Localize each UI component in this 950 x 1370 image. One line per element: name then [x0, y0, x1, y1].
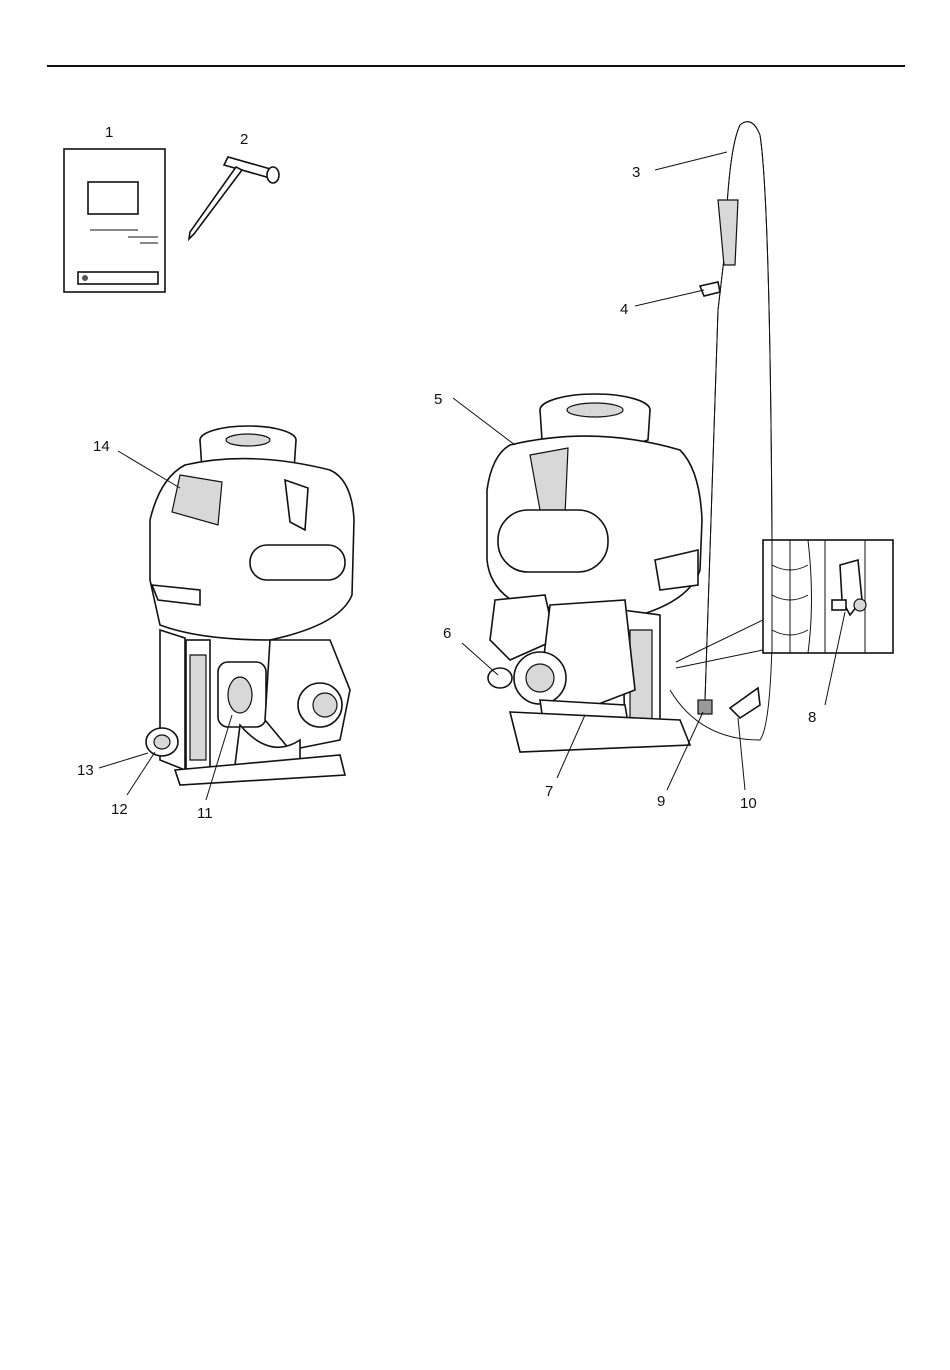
- callout-11: 11: [197, 805, 213, 822]
- callout-12: 12: [111, 801, 128, 818]
- callout-1: 1: [105, 124, 113, 141]
- callout-13: 13: [77, 762, 94, 779]
- callout-5: 5: [434, 391, 442, 408]
- callout-2: 2: [240, 131, 248, 148]
- callout-7: 7: [545, 783, 553, 800]
- callout-10: 10: [740, 795, 757, 812]
- callout-4: 4: [620, 301, 628, 318]
- callout-6: 6: [443, 625, 451, 642]
- manual-booklet-icon: [64, 149, 165, 292]
- backpack-sprayer-rear-illustration: [146, 426, 354, 785]
- callout-9: 9: [657, 793, 665, 810]
- backpack-sprayer-front-illustration: [487, 122, 773, 752]
- callout-3: 3: [632, 164, 640, 181]
- spark-plug-wrench-icon: [189, 157, 279, 239]
- callout-8: 8: [808, 709, 816, 726]
- callout-14: 14: [93, 438, 110, 455]
